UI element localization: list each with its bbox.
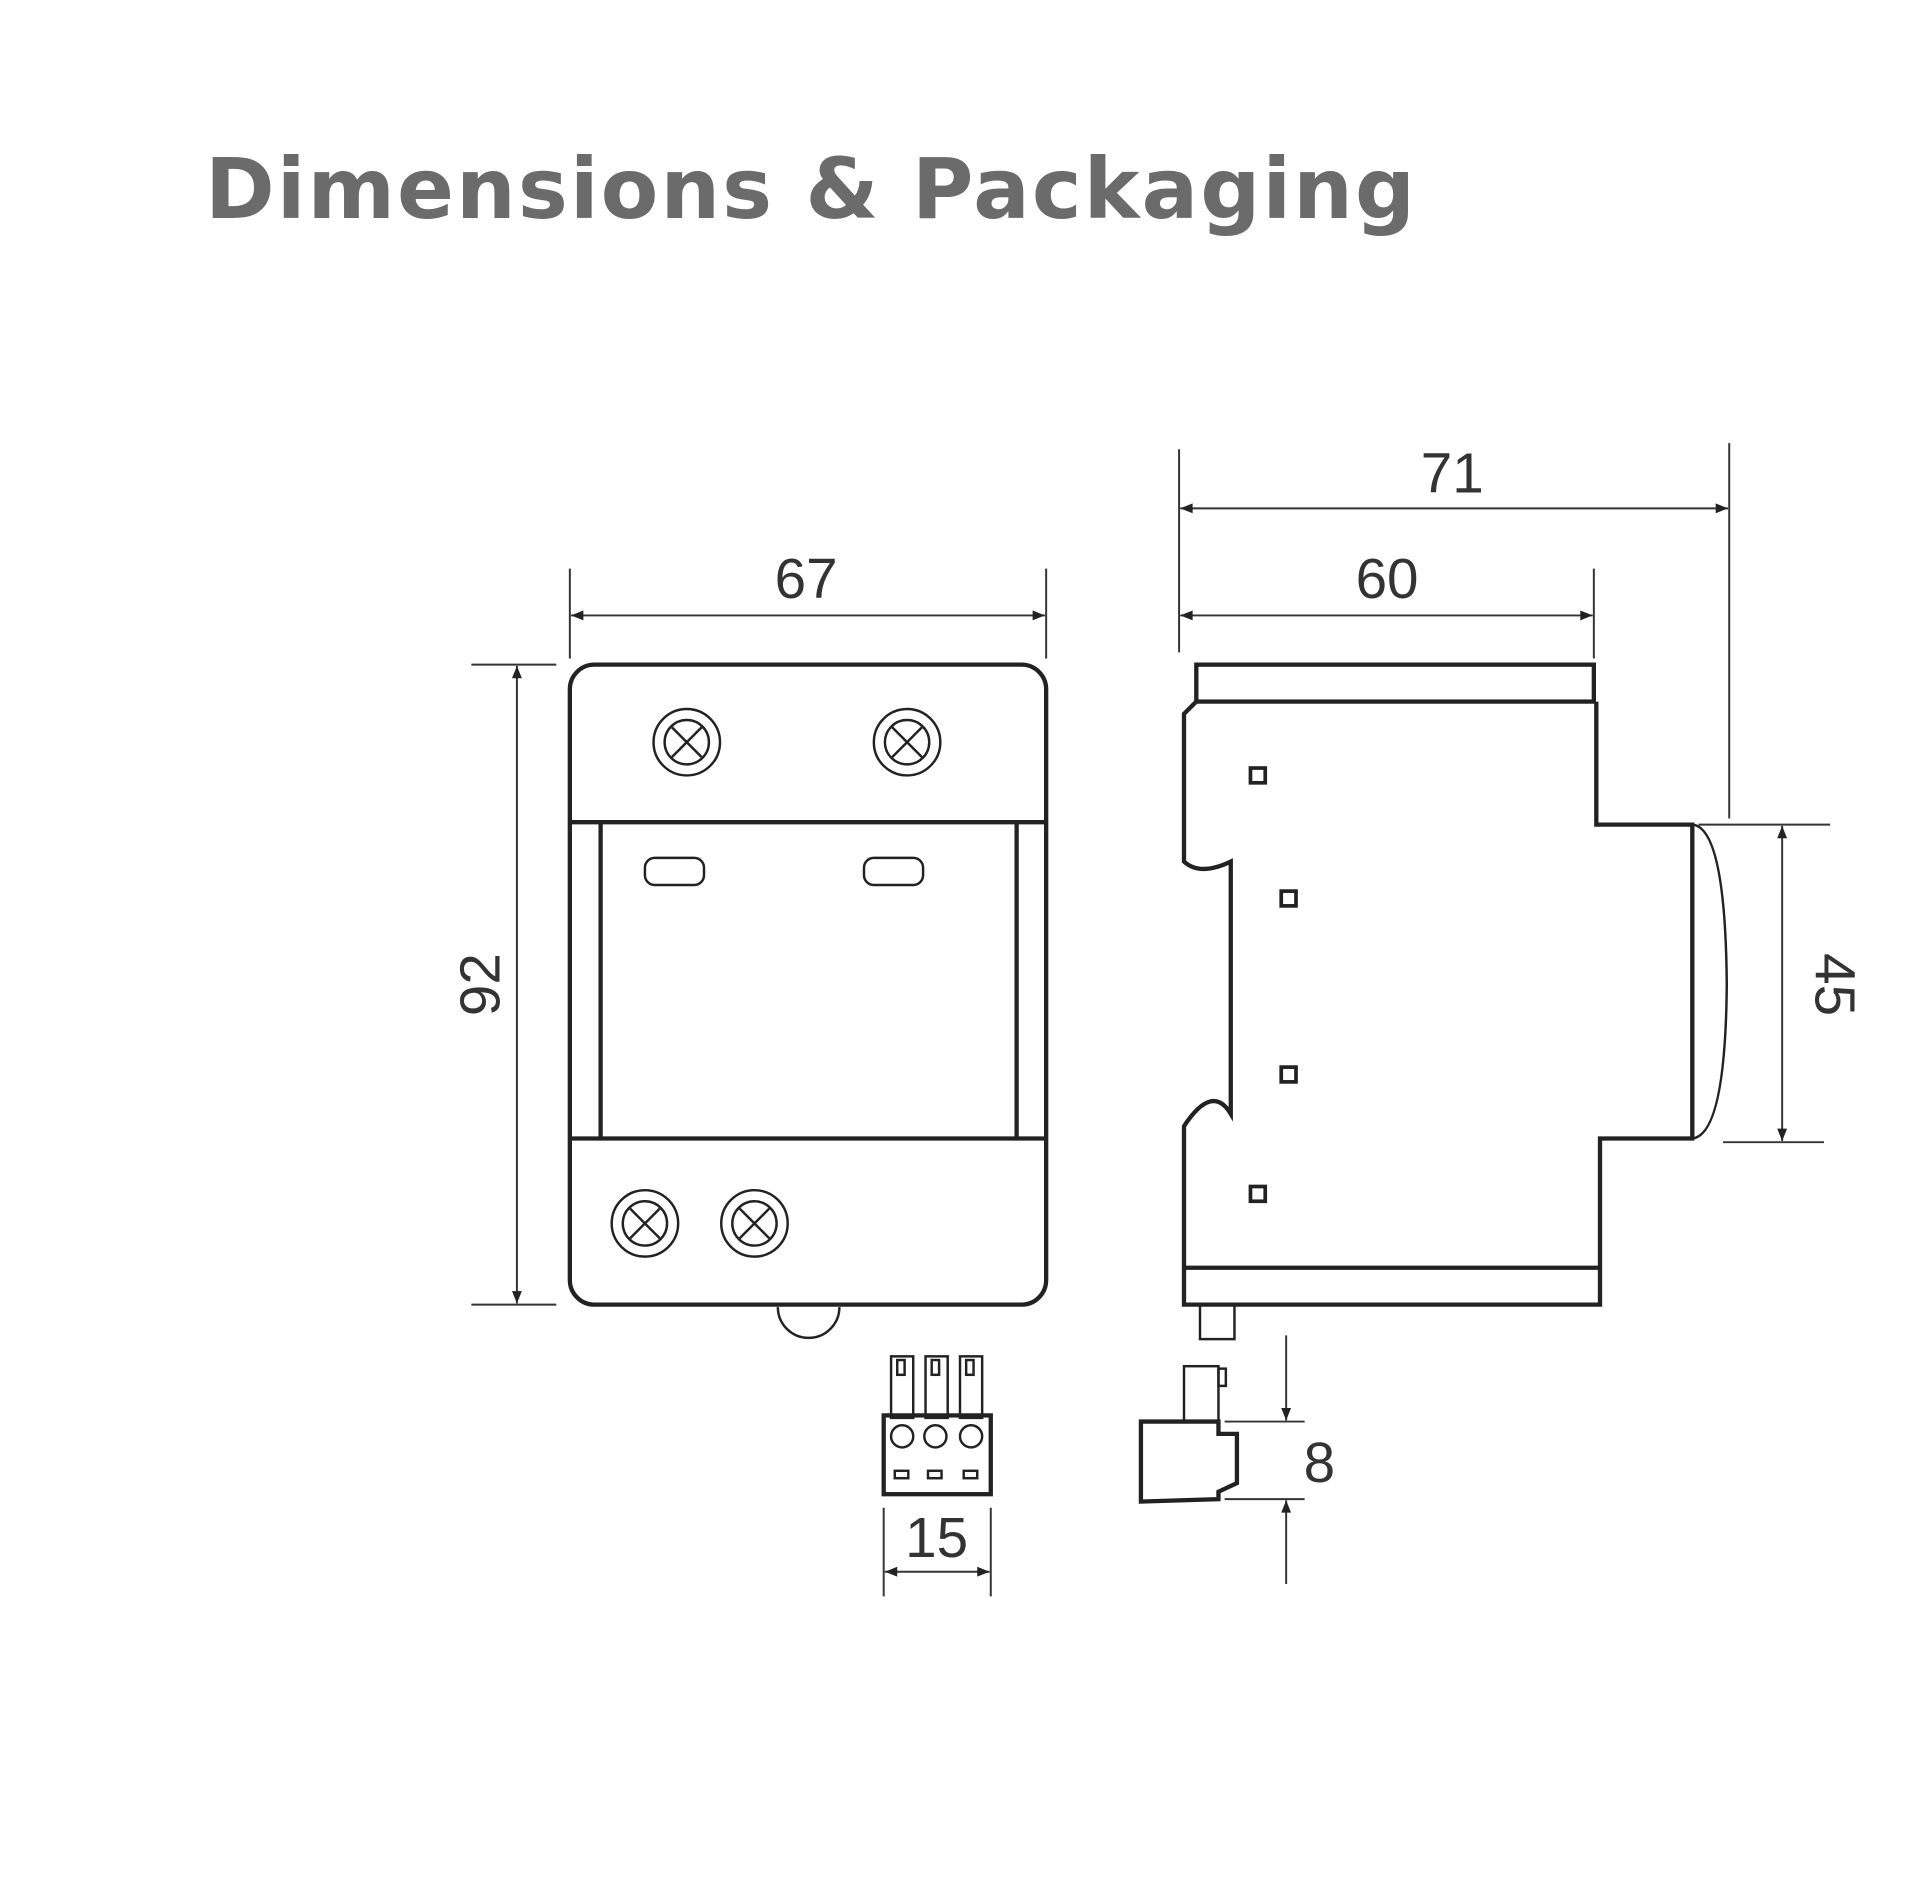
dimension-label-body-depth: 60 xyxy=(1356,547,1419,610)
connector-front-view: 15 xyxy=(881,1355,993,1597)
screw-terminal-icon xyxy=(872,707,942,777)
dimension-label-front-height: 45 xyxy=(1803,953,1866,1016)
dimension-label-width: 67 xyxy=(775,547,838,610)
page-title: Dimensions & Packaging xyxy=(205,140,1418,238)
screw-terminal-icon xyxy=(610,1188,680,1258)
dimension-label-connector-width: 15 xyxy=(905,1506,968,1569)
dimension-label-connector-height: 8 xyxy=(1304,1431,1335,1494)
front-view: 67 92 xyxy=(449,547,1049,1340)
connector-side-view: 8 xyxy=(1138,1335,1335,1585)
screw-terminal-icon xyxy=(652,707,722,777)
indicator-window xyxy=(862,856,925,887)
screw-terminal-icon xyxy=(720,1188,789,1258)
dimension-label-height: 92 xyxy=(449,953,512,1016)
dimension-label-total-depth: 71 xyxy=(1421,441,1484,504)
side-view: 71 60 45 xyxy=(1178,441,1866,1341)
indicator-window xyxy=(643,856,706,887)
